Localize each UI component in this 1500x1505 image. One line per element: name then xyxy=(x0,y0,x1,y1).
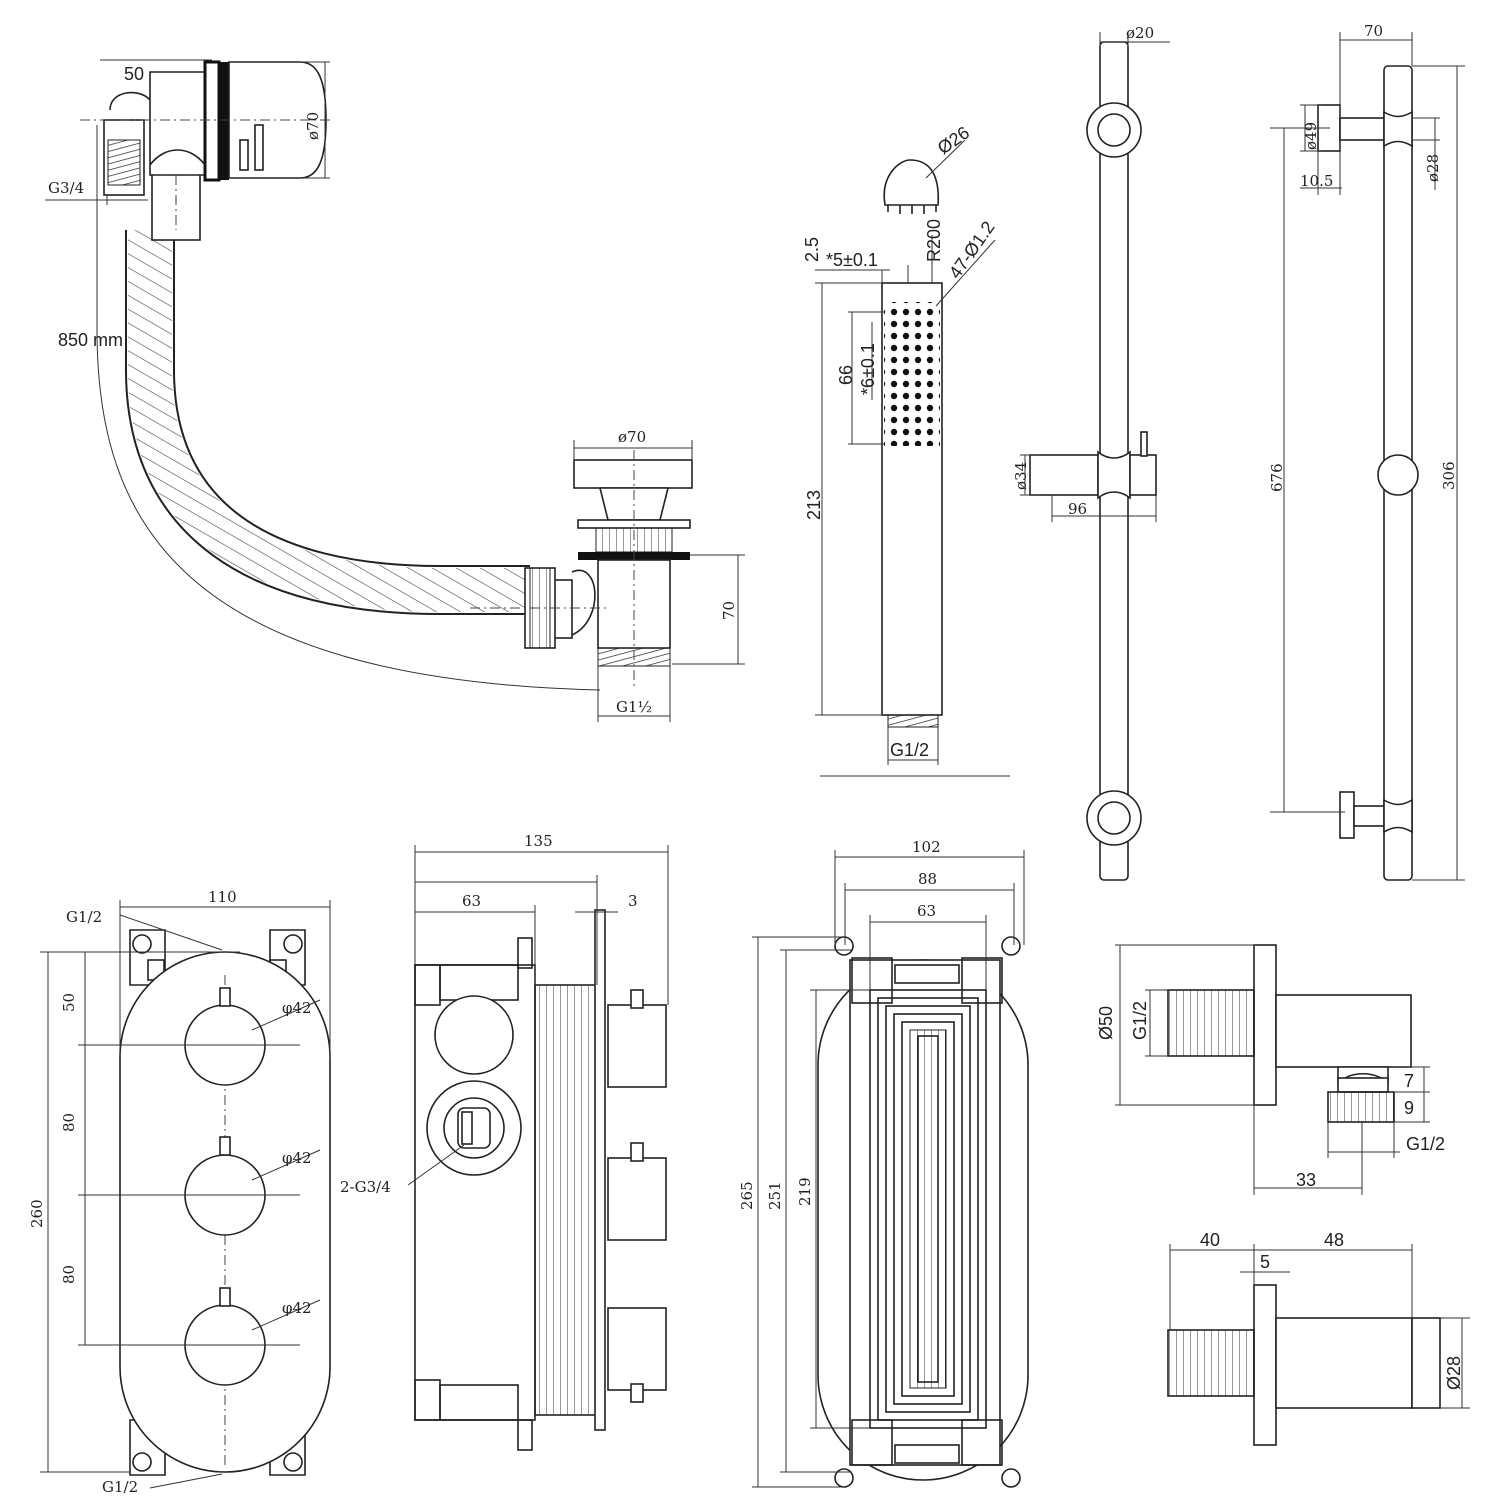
dim-g1-2-outlet: G1/2 xyxy=(1130,1001,1150,1040)
dim-diameter-50: Ø50 xyxy=(1096,1006,1116,1040)
dim-diameter-70-overflow: ø70 xyxy=(304,112,322,140)
dim-676: 676 xyxy=(1268,463,1286,492)
dim-50: 50 xyxy=(124,64,144,84)
dim-6-tol: *6±0.1 xyxy=(858,343,878,395)
dim-phi42-b: φ42 xyxy=(282,1149,312,1167)
dim-diameter-28-rail: ø28 xyxy=(1424,154,1442,182)
dim-diameter-26: Ø26 xyxy=(934,122,973,158)
dim-80-b: 80 xyxy=(60,1265,78,1284)
dim-9: 9 xyxy=(1404,1098,1414,1118)
dim-63-side: 63 xyxy=(462,892,481,910)
dim-88: 88 xyxy=(918,870,937,888)
valve-side-drawing: 2-G3/4 135 63 3 xyxy=(340,832,669,1451)
dim-phi42-c: φ42 xyxy=(282,1299,312,1317)
dim-306: 306 xyxy=(1440,461,1458,490)
dim-265: 265 xyxy=(738,1181,756,1210)
rail-side-drawing: 70 ø49 ø28 10.5 676 306 xyxy=(1268,22,1465,881)
dim-10-5: 10.5 xyxy=(1300,172,1333,190)
dim-33: 33 xyxy=(1296,1170,1316,1190)
wall-outlet-drawing: Ø50 G1/2 7 9 G1/2 33 xyxy=(1096,944,1445,1195)
dim-3: 3 xyxy=(628,892,638,910)
wall-elbow-drawing: 40 48 5 Ø28 xyxy=(1167,1230,1470,1446)
dim-g1-2-hand: G1/2 xyxy=(890,740,929,760)
dim-7: 7 xyxy=(1404,1071,1414,1091)
dim-80-a: 80 xyxy=(60,1113,78,1132)
dim-96: 96 xyxy=(1068,500,1087,518)
dim-diameter-34: ø34 xyxy=(1012,462,1030,490)
dim-47-holes: 47-Ø1.2 xyxy=(945,218,999,283)
dim-2-g3-4: 2-G3/4 xyxy=(340,1178,391,1196)
dim-g1-half: G1½ xyxy=(616,698,652,716)
dim-g3-4: G3/4 xyxy=(48,179,84,197)
dim-diameter-20: ø20 xyxy=(1126,24,1154,42)
bath-waste-drawing: 50 G3/4 ø70 850 mm ø70 70 xyxy=(45,59,745,722)
rail-front-drawing: ø20 ø34 96 xyxy=(1012,24,1170,881)
dim-110: 110 xyxy=(208,888,237,906)
dim-5-elbow: 5 xyxy=(1260,1252,1270,1272)
dim-251: 251 xyxy=(766,1181,784,1210)
dim-5-tol: *5±0.1 xyxy=(826,250,878,270)
dim-102: 102 xyxy=(912,838,941,856)
dim-213: 213 xyxy=(804,490,824,520)
valve-box-drawing: 102 88 63 265 251 219 xyxy=(738,838,1029,1488)
dim-50-valve: 50 xyxy=(60,993,78,1012)
dim-63-box: 63 xyxy=(917,902,936,920)
dim-g1-2-bottom: G1/2 xyxy=(102,1478,138,1496)
dim-phi42-a: φ42 xyxy=(282,999,312,1017)
dim-850mm: 850 mm xyxy=(58,330,123,350)
dim-135: 135 xyxy=(524,832,553,850)
dim-219: 219 xyxy=(796,1177,814,1206)
dim-260: 260 xyxy=(28,1199,46,1228)
dim-diameter-28-elbow: Ø28 xyxy=(1444,1356,1464,1390)
dim-40: 40 xyxy=(1200,1230,1220,1250)
dim-2-5: 2.5 xyxy=(802,237,822,262)
dim-r200: R200 xyxy=(924,219,944,262)
hand-shower-drawing: Ø26 213 66 *6±0.1 2.5 *5±0.1 R200 47-Ø1.… xyxy=(802,122,1010,777)
dim-g1-2-outlet-b: G1/2 xyxy=(1406,1134,1445,1154)
dim-70-rail: 70 xyxy=(1364,22,1383,40)
dim-48: 48 xyxy=(1324,1230,1344,1250)
dim-diameter-70-plug: ø70 xyxy=(618,428,646,446)
valve-front-drawing: 50 80 80 260 110 G1/2 φ42 φ42 φ42 G1/2 xyxy=(28,888,331,1496)
dim-g1-2-top: G1/2 xyxy=(66,908,102,926)
dim-diameter-49: ø49 xyxy=(1302,122,1320,150)
dim-70-height: 70 xyxy=(720,601,738,620)
dim-66: 66 xyxy=(836,365,856,385)
